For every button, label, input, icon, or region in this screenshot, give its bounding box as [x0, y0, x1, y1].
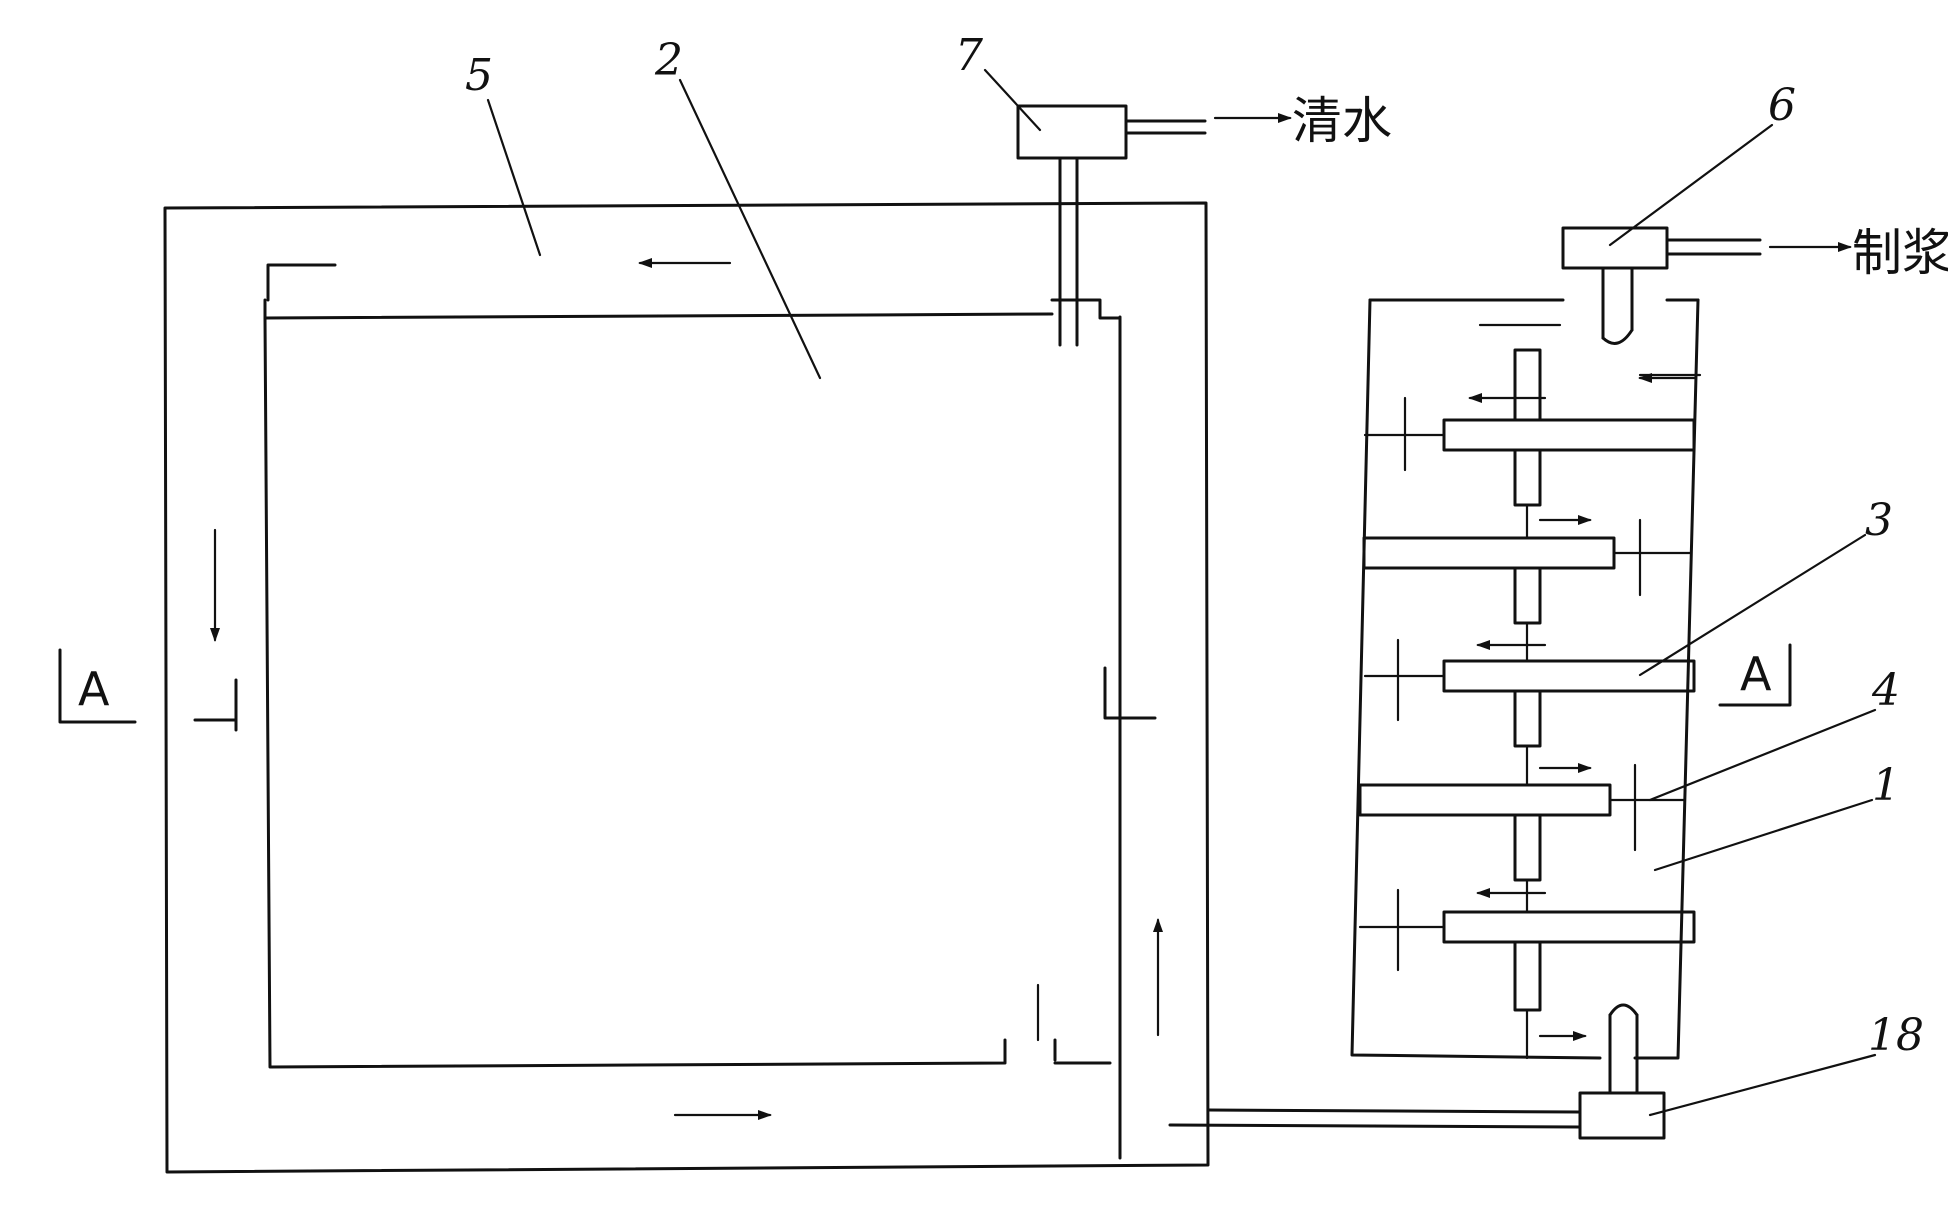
markers-4	[1358, 396, 1692, 972]
label-5: 5	[465, 50, 493, 101]
basin-2	[263, 263, 1122, 1160]
clear-water-label: 清水	[1292, 92, 1392, 150]
svg-text:A: A	[78, 662, 110, 716]
svg-text:A: A	[1740, 647, 1772, 701]
flow-arrows	[210, 113, 1852, 1120]
baffles-3	[1358, 418, 1696, 944]
label-18: 18	[1868, 1010, 1924, 1061]
label-1: 1	[1872, 760, 1900, 811]
inner-ticks	[193, 666, 1157, 1042]
label-3: 3	[1865, 495, 1893, 546]
leader-lines	[486, 68, 1877, 1117]
pulping-label: 制浆	[1852, 224, 1948, 282]
label-6: 6	[1768, 80, 1796, 131]
label-4: 4	[1871, 665, 1900, 716]
component-18	[1168, 1003, 1666, 1140]
reference-numerals: 5 2 7 6 3 4 1 18	[465, 30, 1924, 1061]
section-mark-right: A	[1718, 643, 1792, 707]
section-mark-left: A	[58, 648, 137, 724]
component-6	[1561, 226, 1762, 345]
tank-5	[163, 201, 1210, 1174]
component-7	[1016, 104, 1207, 347]
center-column	[1513, 348, 1542, 1060]
label-2: 2	[654, 35, 683, 86]
label-7: 7	[955, 30, 983, 81]
